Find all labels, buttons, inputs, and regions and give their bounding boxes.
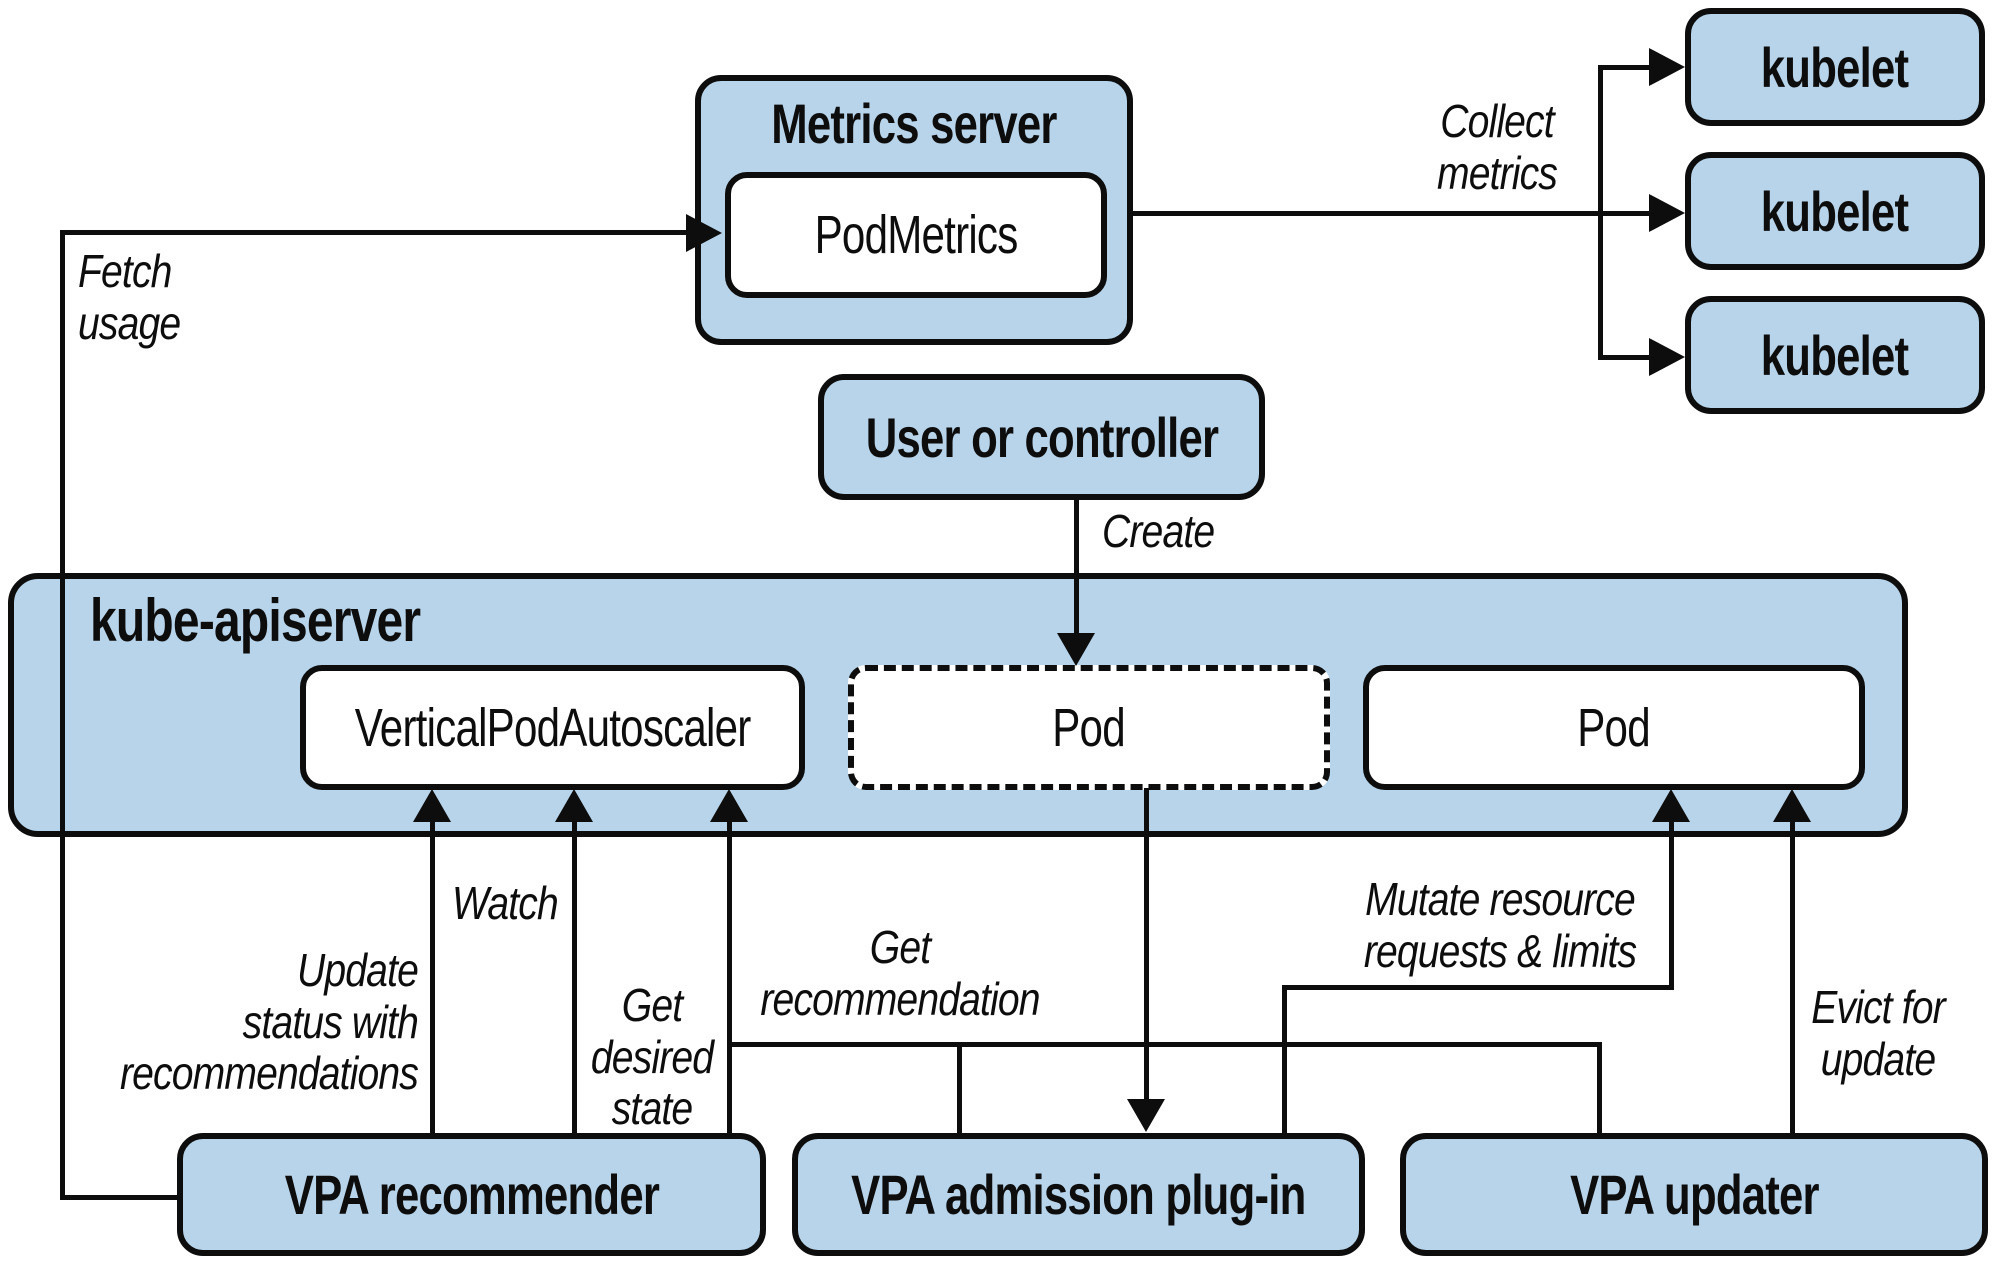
kube-apiserver-title: kube-apiserver — [90, 587, 421, 654]
get-recommendation-label: Get recommendation — [760, 921, 1040, 1025]
create-line — [1074, 500, 1079, 634]
evict-for-update-label: Evict for update — [1811, 981, 1945, 1085]
metrics-server-title: Metrics server — [771, 92, 1057, 155]
collect-metrics-arrowhead-1 — [1649, 48, 1685, 86]
pod-to-admission-arrowhead — [1127, 1099, 1165, 1132]
update-status-arrowhead — [413, 789, 451, 822]
watch-label: Watch — [452, 877, 559, 929]
kubelet-1-title: kubelet — [1761, 35, 1909, 99]
vpa-updater-title: VPA updater — [1569, 1163, 1819, 1226]
fetch-usage-label: Fetch usage — [78, 245, 181, 349]
get-recommendation-bus — [727, 1042, 1602, 1047]
get-recommendation-drop-updater — [1597, 1042, 1602, 1133]
collect-metrics-branch-1 — [1598, 65, 1650, 70]
kubelet-box-2: kubelet — [1685, 152, 1985, 270]
collect-metrics-line-main — [1133, 211, 1603, 216]
pod-pending-label: Pod — [1052, 697, 1126, 758]
update-status-line — [430, 820, 435, 1133]
collect-metrics-branch-2 — [1598, 211, 1650, 216]
collect-metrics-arrowhead-2 — [1649, 194, 1685, 232]
get-recommendation-arrowhead — [710, 789, 748, 822]
pod-to-admission-line — [1144, 788, 1149, 1100]
collect-metrics-arrowhead-3 — [1649, 338, 1685, 376]
kubelet-box-1: kubelet — [1685, 8, 1985, 126]
user-or-controller-title: User or controller — [865, 405, 1218, 469]
collect-metrics-branch-3 — [1598, 355, 1650, 360]
watch-arrowhead — [555, 789, 593, 822]
vpa-recommender-title: VPA recommender — [284, 1163, 659, 1226]
vpa-recommender-box: VPA recommender — [177, 1133, 766, 1256]
update-status-label: Update status with recommendations — [119, 944, 419, 1100]
evict-line — [1790, 820, 1795, 1133]
fetch-usage-line-bottom — [60, 1195, 177, 1200]
evict-arrowhead — [1773, 789, 1811, 822]
mutate-line-horizontal — [1282, 985, 1674, 990]
mutate-line-vertical-to-pod — [1669, 820, 1674, 990]
fetch-usage-line-vertical — [60, 230, 65, 1200]
get-desired-state-line — [727, 820, 732, 1133]
mutate-arrowhead — [1652, 789, 1690, 822]
podmetrics-box: PodMetrics — [725, 172, 1107, 298]
pod-running-label: Pod — [1577, 697, 1651, 758]
create-arrowhead — [1057, 633, 1095, 666]
podmetrics-label: PodMetrics — [814, 205, 1019, 265]
get-desired-state-label: Get desired state — [590, 979, 714, 1135]
vpa-admission-plugin-title: VPA admission plug-in — [851, 1163, 1306, 1226]
collect-metrics-label: Collect metrics — [1436, 95, 1558, 199]
verticalpodautoscaler-label: VerticalPodAutoscaler — [354, 697, 751, 758]
user-or-controller-box: User or controller — [818, 374, 1265, 500]
fetch-usage-arrowhead — [686, 214, 722, 252]
pod-pending-box: Pod — [848, 665, 1330, 790]
vpa-admission-plugin-box: VPA admission plug-in — [792, 1133, 1365, 1256]
create-label: Create — [1102, 505, 1215, 557]
kubelet-3-title: kubelet — [1761, 323, 1909, 387]
pod-running-box: Pod — [1363, 665, 1865, 790]
mutate-label: Mutate resource requests & limits — [1363, 873, 1637, 977]
kubelet-2-title: kubelet — [1761, 179, 1909, 243]
get-recommendation-drop-admission — [957, 1042, 962, 1133]
kubelet-box-3: kubelet — [1685, 296, 1985, 414]
fetch-usage-line-top — [60, 230, 688, 235]
watch-line — [572, 820, 577, 1133]
verticalpodautoscaler-box: VerticalPodAutoscaler — [300, 665, 805, 790]
mutate-line-vertical-from-admission — [1282, 985, 1287, 1133]
vpa-updater-box: VPA updater — [1400, 1133, 1988, 1256]
